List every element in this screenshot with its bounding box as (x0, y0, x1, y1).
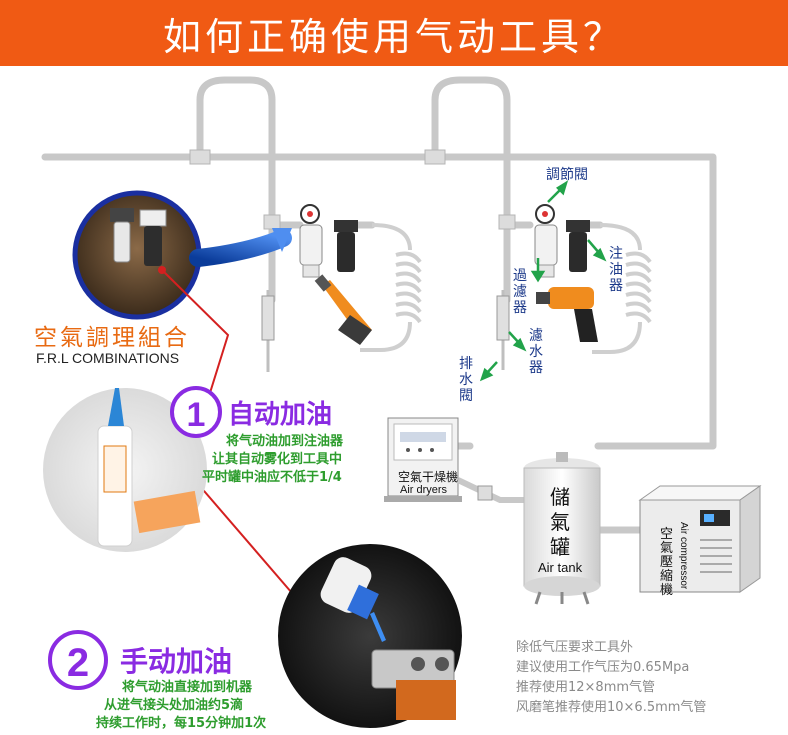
manual-line-1: 将气动油直接加到机器 (122, 680, 253, 695)
compressor-label-en: Air compressor (678, 522, 689, 590)
pipe-joints (189, 149, 516, 230)
note-line-3: 推荐使用12×8mm气管 (516, 680, 656, 695)
lubricator-label: 注油器 (609, 246, 623, 294)
part-arrows (479, 180, 607, 382)
frl-unit-right (534, 204, 590, 278)
note-line-4: 风磨笔推荐使用10×6.5mm气管 (516, 700, 707, 715)
drain-valve-label: 排水閥 (459, 356, 473, 404)
drain-filter-label: 濾水器 (529, 328, 543, 376)
compressor-label-cn: 空氣壓縮機 (660, 527, 674, 598)
auto-number-badge: 1 (170, 386, 222, 438)
pneumatic-screwdriver-icon (314, 274, 372, 345)
manual-number: 2 (67, 641, 89, 685)
auto-line-2: 让其自动雾化到工具中 (212, 452, 343, 467)
title-banner: 如何正确使用气动工具？ (0, 0, 788, 66)
note-line-2: 建议使用工作气压为0.65Mpa (516, 660, 690, 675)
frl-label-en: F.R.L COMBINATIONS (36, 350, 180, 366)
dryer-label-cn: 空氣干燥機 (398, 470, 459, 484)
valve-icon (477, 485, 493, 501)
auto-oiling-title: 自动加油 (228, 400, 333, 430)
air-tank (523, 452, 601, 605)
note-line-1: 除低气压要求工具外 (516, 640, 634, 655)
frl-photo-inset (72, 190, 202, 320)
page-title: 如何正确使用气动工具？ (162, 14, 625, 59)
drain-fittings (261, 295, 510, 341)
impact-wrench-icon (536, 287, 598, 342)
auto-line-1: 将气动油加到注油器 (226, 434, 344, 449)
coil-hose-left (360, 223, 422, 352)
pneumatic-system-diagram: 1 2 (41, 76, 762, 728)
air-dryer-machine (384, 417, 462, 502)
manual-oiling-inset (278, 544, 462, 728)
auto-number: 1 (187, 396, 206, 434)
coil-hose-right (592, 223, 652, 354)
manual-line-2: 从进气接头处加油约5滴 (104, 698, 244, 713)
manual-number-badge: 2 (48, 630, 108, 690)
filter-label: 過濾器 (513, 268, 527, 316)
frl-unit-left (299, 204, 358, 278)
dryer-to-tank-pipe (456, 477, 524, 503)
tank-label-en: Air tank (538, 560, 583, 575)
dryer-label-en: Air dryers (400, 484, 448, 496)
tank-label-cn: 儲氣罐 (550, 485, 570, 559)
oil-bottle-inset (43, 388, 207, 552)
manual-oiling-title: 手动加油 (120, 645, 233, 678)
blue-arrowhead-icon (272, 228, 292, 252)
manual-line-3: 持续工作时，每15分钟加1次 (96, 716, 267, 731)
regulator-label: 調節閥 (546, 167, 588, 183)
frl-label-cn: 空氣調理組合 (34, 325, 190, 351)
air-compressor (638, 485, 762, 593)
blue-arrow-icon (189, 229, 292, 267)
auto-line-3: 平时罐中油应不低于1/4 (202, 470, 342, 485)
